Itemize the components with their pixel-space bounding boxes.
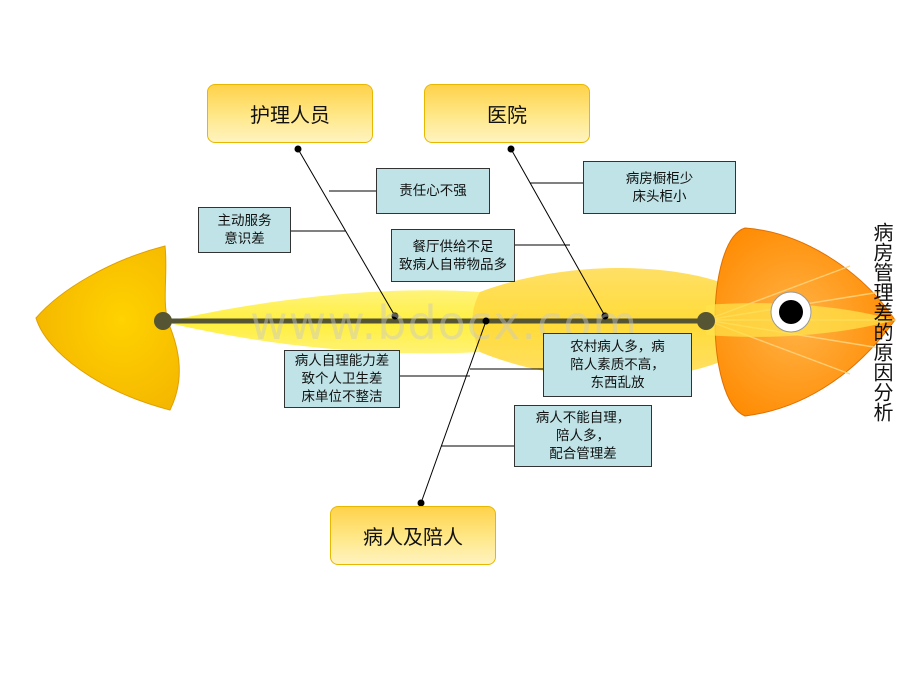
node-nursing-top — [294, 145, 302, 153]
node-hospital-spine — [601, 312, 609, 320]
bone-nodes — [294, 145, 609, 507]
cause-cooperation: 病人不能自理， 陪人多， 配合管理差 — [514, 405, 652, 467]
bones — [291, 148, 606, 504]
category-hospital: 医院 — [424, 84, 590, 143]
cause-responsibility: 责任心不强 — [376, 168, 490, 214]
spine-end-node — [697, 312, 715, 330]
cause-service-awareness: 主动服务 意识差 — [198, 207, 291, 253]
node-patients-bottom — [417, 499, 425, 507]
diagram-title: 病房管理差的原因分析 — [870, 222, 894, 422]
cause-rural-patients: 农村病人多，病 陪人素质不高， 东西乱放 — [543, 333, 692, 397]
node-nursing-spine — [391, 312, 399, 320]
node-hospital-top — [507, 145, 515, 153]
spine-start-node — [154, 312, 172, 330]
bone-patients — [420, 320, 487, 504]
bone-hospital — [510, 148, 606, 317]
cause-canteen: 餐厅供给不足 致病人自带物品多 — [391, 229, 515, 282]
bone-nursing — [297, 148, 396, 317]
node-patients-spine — [482, 317, 490, 325]
cause-self-care: 病人自理能力差 致个人卫生差 床单位不整洁 — [284, 350, 400, 408]
category-nursing-staff: 护理人员 — [207, 84, 373, 143]
category-patients-companions: 病人及陪人 — [330, 506, 496, 565]
fish-eye-pupil — [779, 300, 803, 324]
cause-cabinets: 病房橱柜少 床头柜小 — [583, 161, 736, 214]
